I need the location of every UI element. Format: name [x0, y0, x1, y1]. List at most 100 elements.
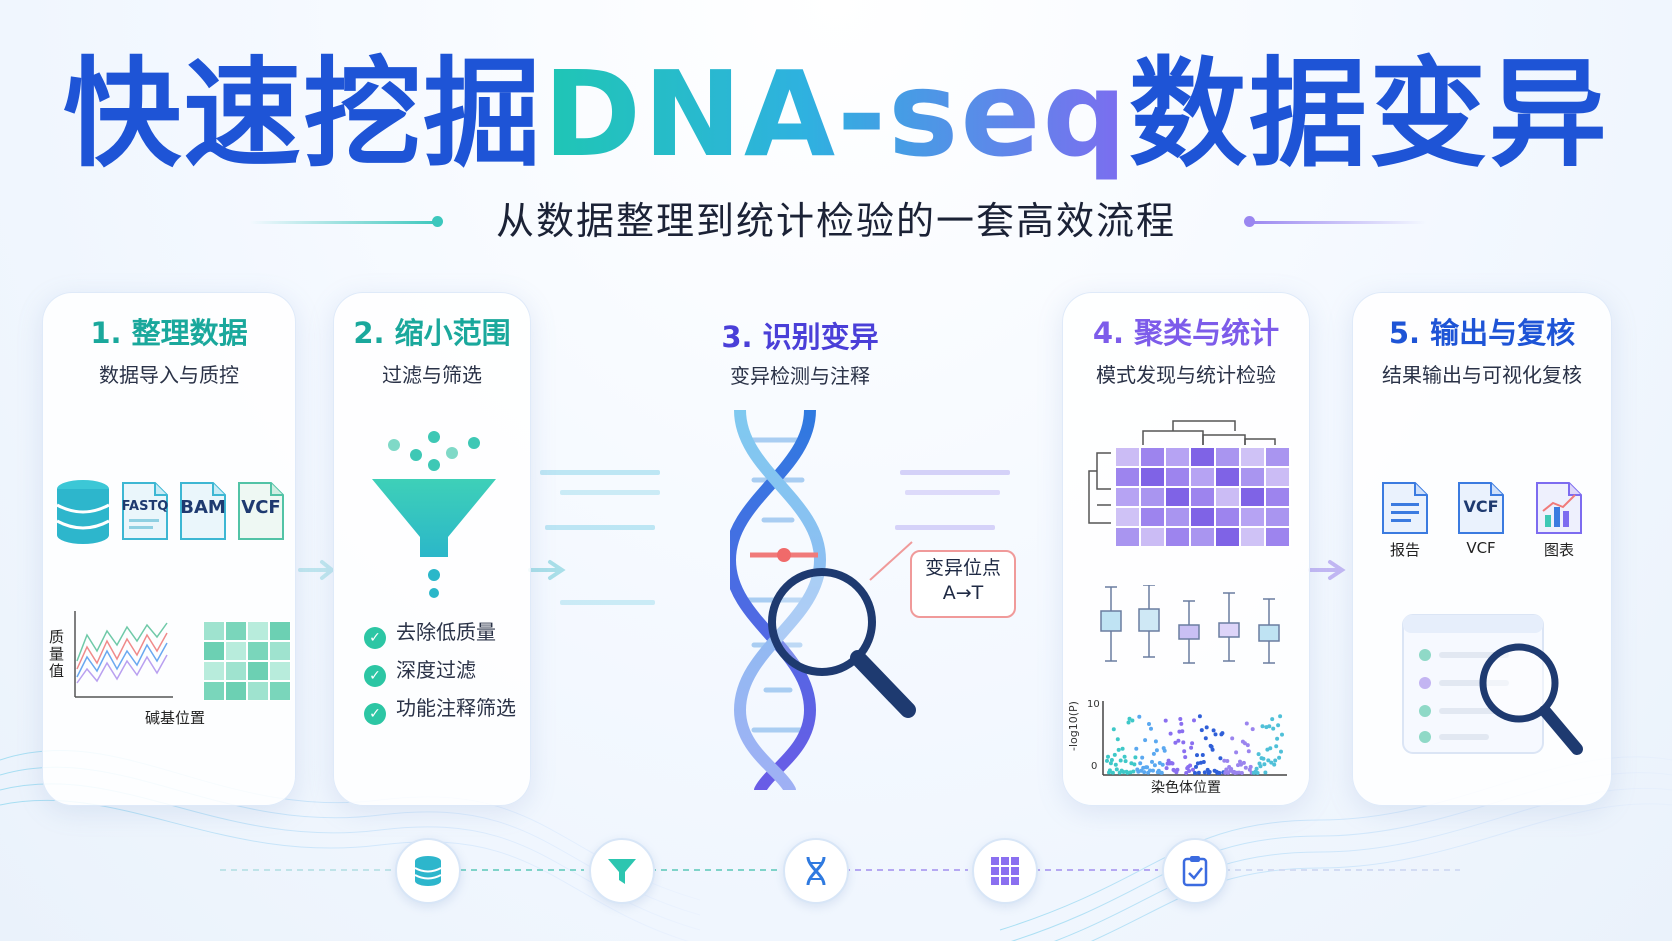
manhattan-dot — [1260, 724, 1265, 729]
step-5-subtitle: 结果输出与可视化复核 — [1382, 363, 1582, 387]
flow-step-dna — [783, 838, 849, 904]
manhattan-dot — [1276, 723, 1281, 728]
manhattan-dot — [1191, 767, 1195, 772]
manhattan-dot — [1197, 714, 1202, 719]
manhattan-dot — [1223, 770, 1228, 775]
manhattan-dot — [1187, 769, 1192, 773]
manhattan-dot — [1193, 771, 1197, 775]
variant-callout: 变异位点 A→T — [910, 550, 1016, 618]
funnel-icon — [372, 431, 496, 598]
manhattan-dot — [1255, 771, 1260, 775]
manhattan-dot — [1271, 726, 1276, 731]
manhattan-dot — [1194, 764, 1198, 769]
manhattan-dot — [1142, 770, 1147, 775]
subtitle-line-right — [1248, 221, 1426, 224]
manhattan-dot — [1250, 727, 1255, 732]
manhattan-dot — [1195, 761, 1200, 766]
manhattan-dot — [1139, 768, 1144, 773]
chart-file-icon — [1536, 482, 1582, 534]
manhattan-dot — [1190, 741, 1195, 746]
manhattan-dot — [1157, 761, 1162, 765]
checklist-item-3: ✓ 功能注释筛选 — [364, 695, 516, 725]
manhattan-dot — [1210, 747, 1215, 752]
manhattan-dot — [1123, 759, 1128, 764]
vcf-output-file-icon — [1458, 482, 1504, 534]
manhattan-dot — [1189, 745, 1194, 750]
manhattan-dot — [1199, 728, 1204, 733]
fastq-label: FASTQ — [121, 499, 169, 514]
manhattan-dot — [1275, 736, 1280, 741]
checklist-item-1: ✓去除低质量 — [364, 619, 496, 649]
manhattan-dot — [1153, 739, 1158, 744]
manhattan-dot — [1181, 740, 1186, 745]
manhattan-dot — [1140, 755, 1145, 760]
manhattan-dot — [1278, 714, 1283, 719]
checklist-item-2-label: 深度过滤 — [396, 658, 476, 682]
title-part-2: DNA-seq — [543, 45, 1129, 183]
output-label-vcf: VCF — [1466, 539, 1496, 557]
vcf-label: VCF — [241, 497, 281, 518]
step-1-subtitle: 数据导入与质控 — [99, 363, 239, 387]
manhattan-dot — [1164, 766, 1169, 771]
manhattan-dot — [1159, 770, 1164, 775]
manhattan-dot — [1113, 762, 1118, 767]
manhattan-dot — [1160, 762, 1165, 767]
manhattan-dot — [1154, 748, 1159, 753]
manhattan-dot — [1143, 738, 1148, 743]
step-3-title: 3. 识别变异 — [721, 320, 879, 354]
database-icon — [414, 856, 442, 886]
manhattan-dot — [1188, 763, 1193, 768]
check-icon: ✓ — [364, 665, 386, 687]
manhattan-dot — [1116, 747, 1121, 752]
manhattan-plot-icon — [1102, 701, 1287, 776]
manhattan-dot — [1261, 756, 1266, 761]
manhattan-ylabel: -log10(P) — [1067, 701, 1080, 751]
manhattan-dot — [1266, 758, 1271, 763]
quality-chart-ylabel: 质量值 — [49, 628, 65, 680]
manhattan-dot — [1269, 760, 1274, 765]
manhattan-dot — [1217, 771, 1222, 775]
manhattan-ymin: 0 — [1091, 761, 1098, 772]
manhattan-dot — [1258, 764, 1263, 769]
check-icon: ✓ — [364, 627, 386, 649]
check-icon: ✓ — [364, 703, 386, 725]
variant-callout-title: 变异位点 — [924, 557, 1001, 579]
manhattan-dot — [1175, 767, 1180, 772]
manhattan-dot — [1134, 746, 1139, 751]
manhattan-dot — [1230, 736, 1235, 741]
dna-helix-icon — [730, 410, 916, 790]
manhattan-dot — [1256, 752, 1261, 757]
boxplot-icon — [1100, 585, 1280, 664]
title-part-3: 数据变异 — [1128, 45, 1609, 183]
manhattan-dot — [1118, 758, 1123, 763]
manhattan-dot — [1267, 724, 1272, 729]
manhattan-dot — [1110, 770, 1115, 775]
manhattan-dot — [1224, 767, 1229, 772]
manhattan-dot — [1225, 759, 1230, 763]
step-4-title: 4. 聚类与统计 — [1092, 316, 1280, 350]
manhattan-dot — [1149, 726, 1153, 731]
manhattan-dot — [1200, 753, 1205, 757]
manhattan-dot — [1238, 759, 1242, 764]
output-label-report: 报告 — [1389, 541, 1420, 559]
manhattan-dot — [1137, 714, 1142, 719]
step-card-2: 2. 缩小范围 过滤与筛选 ✓去除低质量 ✓深度过滤 ✓功能注释筛选 — [333, 292, 531, 806]
variant-callout-value: A→T — [942, 582, 984, 604]
manhattan-dot — [1125, 770, 1130, 775]
checklist-item-3-label: 功能注释筛选 — [396, 696, 516, 720]
manhattan-dot — [1105, 758, 1109, 763]
manhattan-dot — [1242, 741, 1247, 746]
dna-icon — [806, 856, 826, 886]
manhattan-dot — [1234, 750, 1239, 755]
step-5-title: 5. 输出与复核 — [1388, 316, 1576, 350]
manhattan-dot — [1279, 749, 1283, 754]
manhattan-dot — [1109, 758, 1114, 762]
manhattan-dot — [1106, 754, 1110, 759]
step-card-1: 1. 整理数据 数据导入与质控 FASTQ BAM VCF 质量值 碱基位置 — [42, 292, 296, 806]
quality-chart-xlabel: 碱基位置 — [145, 709, 206, 727]
manhattan-dot — [1248, 764, 1253, 769]
manhattan-dot — [1114, 767, 1119, 772]
manhattan-dot — [1246, 749, 1251, 754]
report-doc-icon — [1382, 482, 1428, 534]
manhattan-dot — [1129, 761, 1134, 766]
